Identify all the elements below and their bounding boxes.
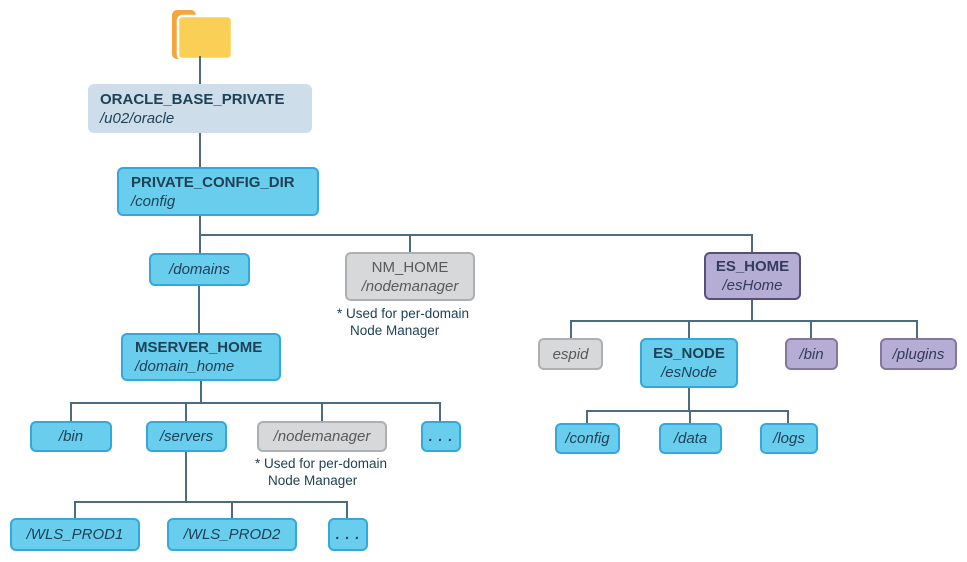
node-wls-prod2: /WLS_PROD2 xyxy=(167,518,297,551)
connector-drop-esnode xyxy=(688,320,690,338)
node-path: /u02/oracle xyxy=(100,109,175,127)
connector-servers-rail xyxy=(185,452,187,501)
node-title: NM_HOME xyxy=(371,258,449,276)
node-label: /nodemanager xyxy=(273,428,371,445)
connector-drop-wlsprod1 xyxy=(74,501,76,518)
node-label: /config xyxy=(565,430,610,447)
node-wls-prod1: /WLS_PROD1 xyxy=(10,518,140,551)
note-line: * Used for per-domain xyxy=(337,306,470,321)
node-bin-domain: /bin xyxy=(30,421,112,452)
node-label: /plugins xyxy=(892,345,945,363)
connector-drop-espid xyxy=(570,320,572,338)
node-domains: /domains xyxy=(149,253,250,286)
connector-drop-config xyxy=(586,410,588,423)
connector-drop-servers xyxy=(185,402,187,421)
ellipsis-label: . . . xyxy=(428,428,454,444)
node-label: /bin xyxy=(799,345,824,363)
node-path: /domain_home xyxy=(135,358,235,375)
connector-eshome-children-rail xyxy=(570,320,918,322)
node-label: /bin xyxy=(58,428,84,445)
connector-config-children-rail xyxy=(199,234,753,236)
connector-drop-nodemanager xyxy=(321,402,323,421)
note-line: Node Manager xyxy=(268,472,358,488)
note-line: * Used for per-domain xyxy=(255,456,388,471)
connector-esnode-children-rail xyxy=(586,410,789,412)
connector-drop-wlsprod2 xyxy=(231,501,233,518)
node-label: espid xyxy=(552,345,589,363)
node-oracle-base-private: ORACLE_BASE_PRIVATE /u02/oracle xyxy=(88,84,312,133)
connector-domains-mserver xyxy=(198,286,200,333)
connector-drop-bin-es xyxy=(810,320,812,338)
connector-servers-children-rail xyxy=(74,501,348,503)
connector-drop-data xyxy=(689,410,691,423)
node-path: /nodemanager xyxy=(361,277,459,295)
node-title: ORACLE_BASE_PRIVATE xyxy=(100,90,285,108)
node-title: PRIVATE_CONFIG_DIR xyxy=(131,173,295,191)
connector-drop-ellipsis2 xyxy=(346,501,348,518)
connector-drop-ellipsis xyxy=(439,402,441,421)
folder-icon xyxy=(168,5,234,66)
node-path: /config xyxy=(131,192,176,210)
node-label: /data xyxy=(673,430,708,447)
connector-mserver-rail xyxy=(200,381,202,402)
node-servers: /servers xyxy=(146,421,227,452)
connector-esnode-rail xyxy=(688,388,690,410)
node-plugins: /plugins xyxy=(880,338,957,370)
node-espid: espid xyxy=(538,338,603,370)
connector-drop-logs xyxy=(787,410,789,423)
connector-eshome-rail xyxy=(751,300,753,320)
node-ellipsis-servers: . . . xyxy=(328,518,368,551)
connector-drop-eshome xyxy=(751,234,753,252)
note-line: Node Manager xyxy=(350,322,440,338)
connector-mserver-children-rail xyxy=(70,402,441,404)
node-private-config-dir: PRIVATE_CONFIG_DIR /config xyxy=(117,167,319,216)
node-config-es: /config xyxy=(555,423,620,454)
node-label: /domains xyxy=(169,261,230,278)
node-label: /servers xyxy=(159,428,214,445)
node-title: ES_NODE xyxy=(653,345,725,362)
node-label: /WLS_PROD1 xyxy=(26,526,124,543)
node-bin-es: /bin xyxy=(785,338,838,370)
ellipsis-label: . . . xyxy=(335,526,361,542)
node-data-es: /data xyxy=(659,423,722,454)
connector-oracle-private xyxy=(199,133,201,167)
node-title: MSERVER_HOME xyxy=(135,339,263,356)
node-path: /esHome xyxy=(722,277,783,294)
note-nodemanager: * Used for per-domain Node Manager xyxy=(255,456,387,489)
node-label: /WLS_PROD2 xyxy=(183,526,281,543)
node-mserver-home: MSERVER_HOME /domain_home xyxy=(121,333,281,381)
node-nm-home: NM_HOME /nodemanager xyxy=(345,252,475,301)
node-label: /logs xyxy=(773,430,805,447)
connector-drop-plugins xyxy=(916,320,918,338)
connector-drop-nmhome xyxy=(409,234,411,252)
node-es-home: ES_HOME /esHome xyxy=(704,252,801,300)
node-path: /esNode xyxy=(661,364,717,381)
node-title: ES_HOME xyxy=(715,258,790,275)
connector-drop-bin xyxy=(70,402,72,421)
node-ellipsis-domain: . . . xyxy=(421,421,461,452)
node-logs-es: /logs xyxy=(760,423,818,454)
node-es-node: ES_NODE /esNode xyxy=(640,338,738,388)
node-nodemanager-domain: /nodemanager xyxy=(257,421,387,452)
connector-folder-oracle xyxy=(199,56,201,84)
note-nm-home: * Used for per-domain Node Manager xyxy=(337,306,469,339)
